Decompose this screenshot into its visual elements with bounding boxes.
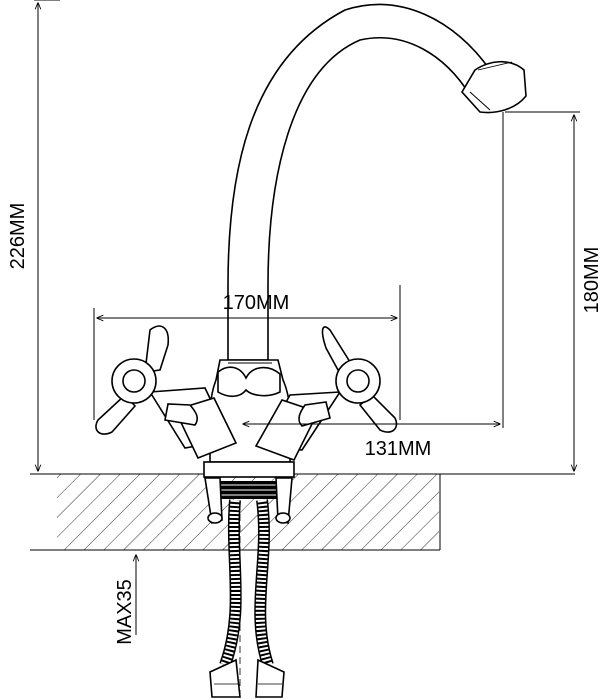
dimension-spout-reach: 131MM	[243, 112, 504, 460]
countertop	[30, 473, 575, 551]
handle-span-label: 170MM	[223, 292, 290, 314]
dimension-max-thickness: MAX35	[114, 555, 136, 645]
spout-reach-label: 131MM	[365, 438, 432, 460]
spout	[227, 3, 527, 361]
dimension-handle-span: 170MM	[93, 285, 401, 420]
max-thickness-label: MAX35	[114, 579, 136, 645]
dimension-total-height: 226MM	[7, 0, 60, 471]
spout-height-label: 180MM	[581, 247, 603, 314]
total-height-label: 226MM	[7, 203, 29, 270]
dimension-spout-height: 180MM	[505, 111, 603, 471]
left-handle	[95, 325, 238, 460]
flexible-hoses	[209, 499, 285, 698]
mounting-hardware	[203, 461, 295, 525]
